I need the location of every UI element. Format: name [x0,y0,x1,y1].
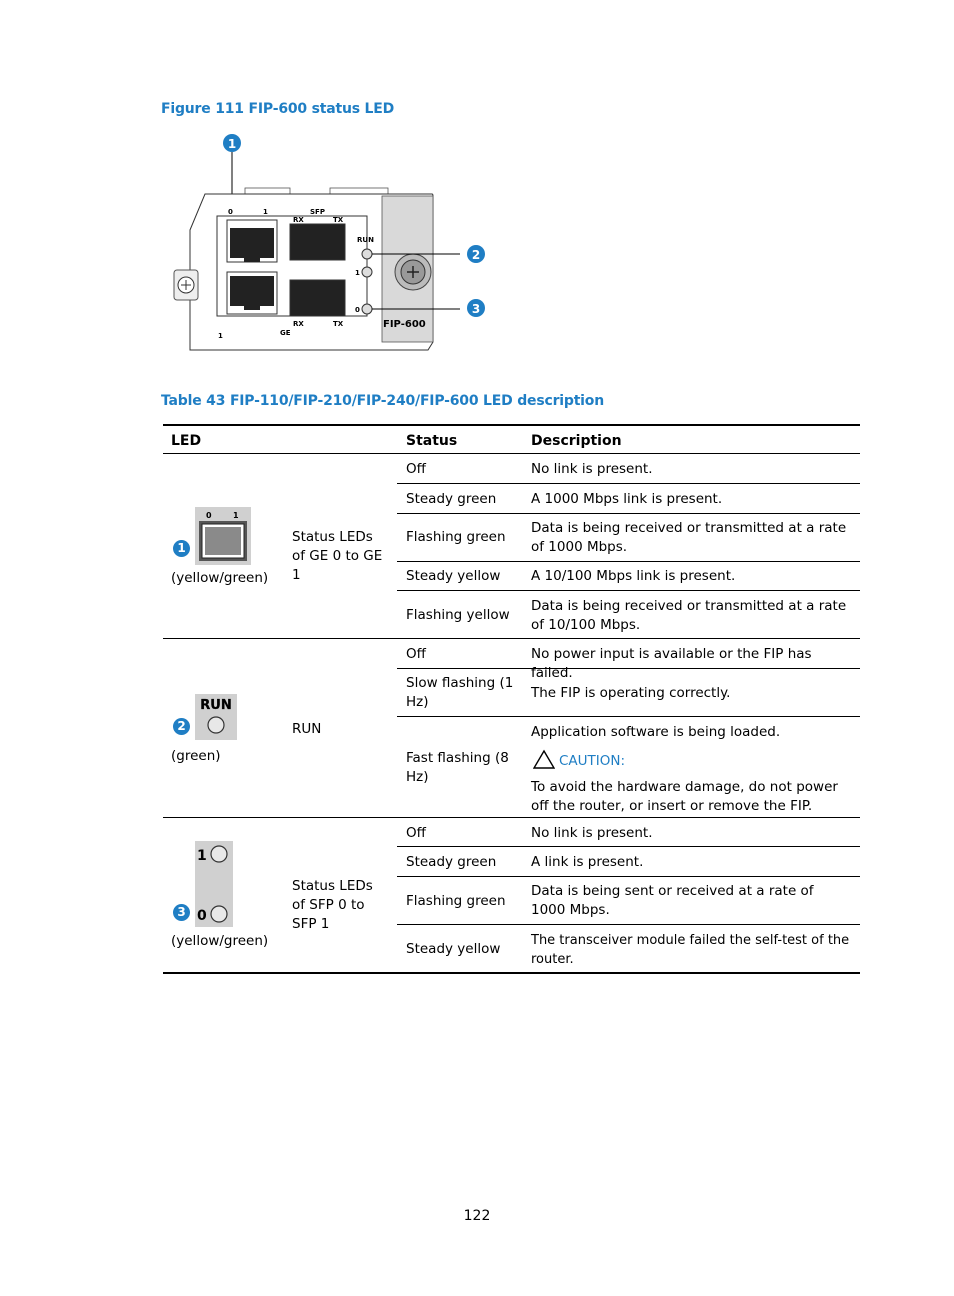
label-bottom-1: 1 [218,332,223,340]
status-cell: Steady green [406,854,497,870]
label-ge-0: 0 [228,208,233,216]
caution-icon [533,749,555,769]
ge-led-icon: 0 1 [195,507,251,565]
group-divider [163,817,860,818]
status-cell: Off [406,461,426,477]
status-cell: Fast flashing (8 Hz) [406,750,509,785]
label-ge: GE [280,329,291,337]
description-cell: Data is being sent or received at a rate… [531,883,814,918]
status-cell: Flashing green [406,529,506,545]
row-divider [397,716,860,717]
status-cell: Off [406,646,426,662]
page-number: 122 [463,1208,491,1224]
header-led: LED [171,433,202,449]
description-cell: No power input is available or the FIP h… [531,646,812,681]
description-cell: A 1000 Mbps link is present. [531,491,723,507]
callout-1-text: 1 [228,137,236,151]
status-cell: Steady yellow [406,568,501,584]
led-name-3: Status LEDs of SFP 0 to SFP 1 [292,878,373,932]
caution-label: CAUTION: [559,753,626,769]
row-divider [397,513,860,514]
table-top-rule [163,424,860,426]
callout-2-badge: 2 [173,718,190,735]
label-led-1: 1 [355,269,360,277]
row-divider [397,924,860,925]
header-description: Description [531,433,622,449]
led-color-2: (green) [171,748,221,764]
label-model: FIP-600 [383,319,426,330]
label-sfp: SFP [310,208,325,216]
label-tx-top: TX [333,216,344,224]
description-cell: A 10/100 Mbps link is present. [531,568,736,584]
row-divider [397,590,860,591]
callout-3-text: 3 [472,302,480,316]
description-cell: The FIP is operating correctly. [531,685,731,701]
row-divider [397,846,860,847]
sfp-icon-label-0: 0 [197,908,207,924]
callout-2-text: 2 [472,248,480,262]
table-caption: Table 43 FIP-110/FIP-210/FIP-240/FIP-600… [161,393,604,409]
callout-1-badge: 1 [173,540,190,557]
status-cell: Slow flashing (1 Hz) [406,675,514,710]
label-ge-1: 1 [263,208,268,216]
table-bottom-rule [163,972,860,974]
led-color-3: (yellow/green) [171,933,269,949]
status-cell: Steady green [406,491,497,507]
row-divider [397,483,860,484]
caution-text: To avoid the hardware damage, do not pow… [531,779,838,814]
figure-caption: Figure 111 FIP-600 status LED [161,101,395,117]
led-name-2: RUN [292,721,322,737]
label-led-0: 0 [355,306,360,314]
status-cell: Flashing yellow [406,607,510,623]
row-divider [397,561,860,562]
description-cell: No link is present. [531,461,653,477]
ge-icon-label-0: 0 [206,511,212,520]
label-tx-bottom: TX [333,320,344,328]
label-rx-top: RX [293,216,304,224]
label-rx-bottom: RX [293,320,304,328]
description-cell: Data is being received or transmitted at… [531,520,847,555]
header-status: Status [406,433,458,449]
sfp-led-icon: 1 0 [195,841,233,927]
table-header-rule [163,453,860,454]
description-cell: Data is being received or transmitted at… [531,598,847,633]
sfp-icon-label-1: 1 [197,848,207,864]
callout-3-badge: 3 [173,904,190,921]
description-cell: The transceiver module failed the self-t… [531,933,850,967]
status-cell: Off [406,825,426,841]
description-cell: No link is present. [531,825,653,841]
label-run: RUN [357,236,374,244]
ge-icon-label-1: 1 [233,511,239,520]
fip-600-figure: 1 2 3 0 1 SFP RX TX RUN 1 0 1 RX [173,134,485,351]
status-cell: Flashing green [406,893,506,909]
led-color-1: (yellow/green) [171,570,269,586]
status-cell: Steady yellow [406,941,501,957]
run-icon-label: RUN [200,698,231,713]
group-divider [163,638,860,639]
row-divider [397,668,860,669]
row-divider [397,876,860,877]
description-cell: A link is present. [531,854,644,870]
led-name-1: Status LEDs of GE 0 to GE 1 [292,529,383,583]
run-led-icon: RUN [195,694,237,740]
callout-1-badge [223,134,241,152]
description-cell: Application software is being loaded. [531,724,781,740]
